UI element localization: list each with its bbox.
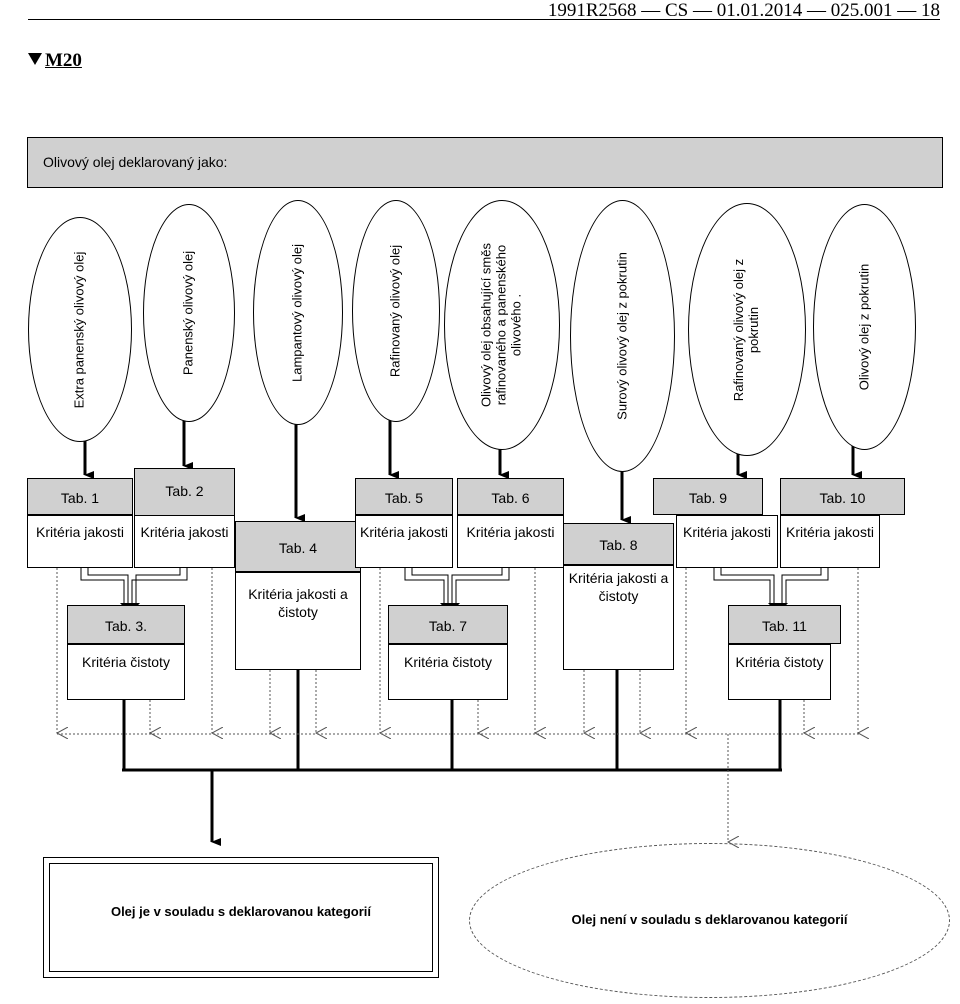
tab-1-header: Tab. 1 [27,478,133,515]
criteria-quality-text: Kritéria jakosti [466,524,555,540]
category-label: Extra panenský olivový olej [71,251,87,408]
tab-8-criteria: Kritéria jakosti a čistoty [563,565,674,670]
tab-2-header: Tab. 2 [134,468,235,516]
category-label: Surový olivový olej z pokrutin [614,252,630,420]
category-label: Olivový olej obsahující směs rafinovanéh… [478,243,524,408]
tab-11-criteria: Kritéria čistoty [728,644,831,700]
triangle-down-icon [28,53,42,65]
tab-2-label: Tab. 2 [165,483,204,499]
tab-1-label: Tab. 1 [60,490,100,506]
criteria-quality-purity-text: Kritéria jakosti a čistoty [248,586,348,621]
tab-7-label: Tab. 7 [428,618,468,634]
category-label: Rafinovaný olivový olej [387,244,403,378]
result-conform-outer: Olej je v souladu s deklarovanou kategor… [43,857,439,978]
category-pomace: Olivový olej z pokrutin [813,204,916,450]
tab-9-criteria: Kritéria jakosti [676,515,778,568]
category-lampante: Lampantový olivový olej [253,200,343,425]
criteria-quality-text: Kritéria jakosti [786,524,874,540]
criteria-quality-text: Kritéria jakosti [683,524,771,540]
tab-3-label: Tab. 3. [104,618,148,634]
category-label: Olivový olej z pokrutin [856,263,872,391]
category-olive-oil-blend: Olivový olej obsahující směs rafinovanéh… [444,200,560,450]
tab-10-label: Tab. 10 [819,490,866,506]
category-crude-pomace: Surový olivový olej z pokrutin [570,200,675,472]
tab-8-header: Tab. 8 [563,523,674,565]
category-label: Panenský olivový olej [180,250,196,376]
amendment-marker: M20 [28,50,82,72]
tab-4-label: Tab. 4 [278,540,318,556]
tab-1-criteria: Kritéria jakosti [27,515,133,568]
tab-11-label: Tab. 11 [762,618,807,634]
tab-5-header: Tab. 5 [355,478,453,515]
tab-6-header: Tab. 6 [457,478,564,515]
tab-7-header: Tab. 7 [388,605,508,644]
criteria-purity-text: Kritéria čistoty [404,654,492,670]
declared-category-header: Olivový olej deklarovaný jako: [27,137,943,188]
category-extra-virgin: Extra panenský olivový olej [28,217,132,442]
header-rule [28,19,940,20]
tab-9-header: Tab. 9 [653,478,763,515]
tab-4-header: Tab. 4 [235,521,361,572]
tab-2-criteria: Kritéria jakosti [134,515,235,568]
tab-3-criteria: Kritéria čistoty [67,644,185,700]
tab-7-criteria: Kritéria čistoty [388,644,508,700]
result-nonconform-oval: Olej není v souladu s deklarovanou kateg… [469,843,950,998]
tab-6-label: Tab. 6 [491,490,530,506]
tab-10-header: Tab. 10 [780,478,905,515]
criteria-purity-text: Kritéria čistoty [735,654,824,670]
tab-5-label: Tab. 5 [384,490,424,506]
tab-5-criteria: Kritéria jakosti [355,515,453,568]
amendment-label: M20 [45,50,82,71]
tab-3-header: Tab. 3. [67,605,185,644]
result-conform-box: Olej je v souladu s deklarovanou kategor… [49,863,433,972]
tab-6-criteria: Kritéria jakosti [457,515,564,568]
criteria-quality-purity-text: Kritéria jakosti a čistoty [568,570,669,605]
criteria-quality-text: Kritéria jakosti [360,524,448,540]
tab-9-label: Tab. 9 [688,490,728,506]
document-header: 1991R2568 — CS — 01.01.2014 — 025.001 — … [547,0,940,21]
result-conform-text: Olej je v souladu s deklarovanou kategor… [110,904,372,919]
tab-10-criteria: Kritéria jakosti [780,515,880,568]
category-refined-pomace: Rafinovaný olivový olej z pokrutin [688,203,806,456]
category-label: Rafinovaný olivový olej z pokrutin [731,258,761,401]
tab-8-label: Tab. 8 [599,537,638,553]
category-label: Lampantový olivový olej [289,243,305,382]
declared-category-title: Olivový olej deklarovaný jako: [43,154,228,170]
tab-11-header: Tab. 11 [728,605,841,644]
criteria-purity-text: Kritéria čistoty [82,654,170,670]
criteria-quality-text: Kritéria jakosti [36,524,124,540]
category-refined: Rafinovaný olivový olej [352,200,440,422]
tab-4-criteria: Kritéria jakosti a čistoty [235,572,361,670]
criteria-quality-text: Kritéria jakosti [140,524,229,540]
category-virgin: Panenský olivový olej [143,204,235,422]
result-nonconform-text: Olej není v souladu s deklarovanou kateg… [571,912,848,927]
